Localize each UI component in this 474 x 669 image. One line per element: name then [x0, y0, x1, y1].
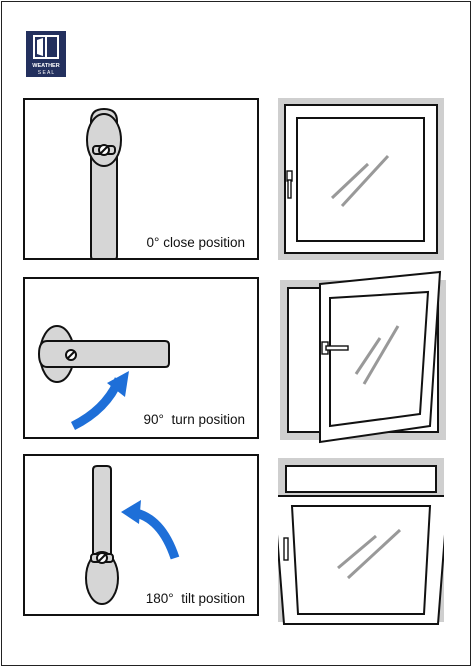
handle-panel-tilt: 180° tilt position [23, 454, 259, 616]
caption-close: 0° close position [146, 235, 245, 250]
handle-panel-close: 0° close position [23, 98, 259, 260]
caption-turn: 90° turn position [143, 412, 245, 427]
window-turned [280, 270, 446, 449]
weather-seal-logo: WEATHER S E A L [26, 31, 66, 77]
svg-text:WEATHER: WEATHER [32, 63, 59, 69]
window-closed [278, 98, 444, 265]
window-tilted [272, 458, 450, 631]
svg-text:S E A L: S E A L [38, 70, 55, 76]
caption-tilt: 180° tilt position [145, 591, 245, 606]
handle-panel-turn: 90° turn position [23, 277, 259, 439]
